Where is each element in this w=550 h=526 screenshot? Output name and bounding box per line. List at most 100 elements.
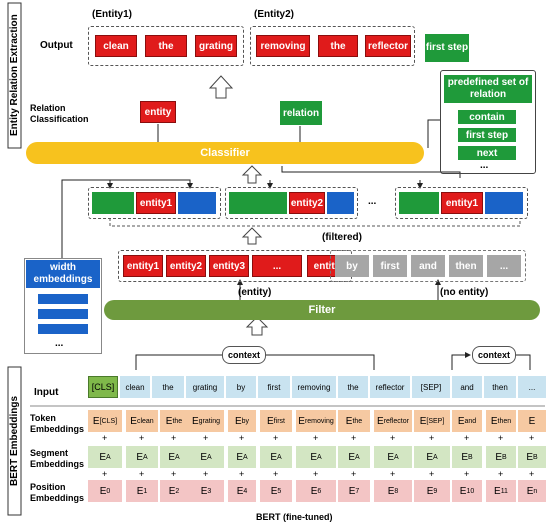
embedding-base: E: [191, 415, 199, 427]
embedding-base: E: [419, 415, 427, 427]
plus-sign: +: [102, 433, 108, 443]
embedding-base: E: [387, 451, 394, 463]
input-token: clean: [120, 376, 150, 398]
embedding-subscript: then: [497, 417, 512, 425]
embedding-base: E: [236, 451, 243, 463]
plus-sign: +: [239, 469, 245, 479]
span-end: [327, 192, 354, 214]
plus-sign: +: [273, 469, 279, 479]
embedding-subscript: A: [243, 453, 248, 461]
width-embeddings-more: ...: [55, 338, 64, 349]
width-embeddings-title: width embeddings: [26, 260, 100, 288]
plus-sign: +: [498, 469, 504, 479]
embedding-subscript: [CLS]: [99, 417, 118, 425]
embedding-subscript: and: [464, 417, 477, 425]
embedding-base: E: [270, 485, 278, 497]
input-token: then: [484, 376, 516, 398]
embedding-subscript: A: [394, 453, 399, 461]
no-entity-token: then: [449, 255, 483, 277]
embedding-subscript: 2: [175, 487, 180, 495]
output-relation: first step: [425, 34, 469, 62]
output-label: Output: [40, 40, 73, 51]
embedding-base: E: [200, 451, 207, 463]
embedding-base: E: [136, 451, 143, 463]
embedding-subscript: by: [241, 417, 250, 425]
span-group: [395, 187, 528, 219]
predefined-more: ...: [480, 160, 489, 171]
plus-sign: +: [203, 433, 209, 443]
embedding-base: E: [457, 415, 465, 427]
output-word: clean: [95, 35, 137, 57]
plus-sign: +: [171, 433, 177, 443]
no-entity-token: first: [373, 255, 407, 277]
embedding-base: E: [461, 451, 468, 463]
plus-sign: +: [139, 469, 145, 479]
embedding-subscript: A: [317, 453, 322, 461]
width-embedding-bar: [38, 309, 88, 319]
embedding-base: E: [528, 415, 536, 427]
embedding-base: E: [494, 485, 501, 497]
plus-sign: +: [203, 469, 209, 479]
entity1-label: (Entity1): [92, 9, 132, 20]
entity-arrow-label: (entity): [238, 287, 272, 298]
embedding-subscript: A: [207, 453, 212, 461]
embedding-base: E: [377, 415, 384, 427]
position-embeddings-label: Position Embeddings: [30, 482, 85, 503]
span-group: [88, 187, 221, 219]
embedding-subscript: B: [468, 453, 473, 461]
embedding-base: E: [168, 451, 175, 463]
footer-label: BERT (fine-tuned): [256, 512, 333, 522]
embedding-subscript: clean: [136, 417, 154, 425]
embedding-subscript: 7: [355, 487, 360, 495]
plus-sign: +: [313, 469, 319, 479]
rc-relation-box: relation: [280, 101, 322, 125]
plus-sign: +: [351, 433, 357, 443]
predefined-item: contain: [458, 110, 516, 124]
span-ellipsis: ...: [368, 196, 377, 207]
span-start: [399, 192, 439, 214]
span-label: entity1: [441, 192, 483, 214]
no-entity-token: by: [335, 255, 369, 277]
embedding-subscript: 6: [317, 487, 322, 495]
embedding-subscript: A: [355, 453, 360, 461]
up-arrow-spans: [241, 165, 263, 184]
embedding-base: E: [236, 485, 244, 497]
plus-sign: +: [464, 433, 470, 443]
span-end: [178, 192, 216, 214]
embedding-base: E: [130, 415, 137, 427]
embedding-base: E: [348, 451, 355, 463]
embedding-base: E: [168, 485, 176, 497]
embedding-subscript: 11: [500, 487, 508, 495]
embedding-base: E: [459, 485, 467, 497]
embedding-subscript: A: [277, 453, 282, 461]
output-word: reflector: [365, 35, 411, 57]
segment-embeddings-label: Segment Embeddings: [30, 448, 85, 469]
predefined-title: predefined set of relation: [444, 75, 532, 103]
embedding-subscript: 5: [277, 487, 282, 495]
span-label: entity2: [289, 192, 325, 214]
embedding-cell: E[CLS]: [88, 410, 122, 432]
embedding-base: E: [165, 415, 173, 427]
embedding-base: E: [387, 485, 395, 497]
output-word: removing: [256, 35, 310, 57]
embedding-subscript: 10: [466, 487, 475, 495]
up-arrow-input: [245, 316, 269, 336]
up-arrow-filtered: [241, 227, 263, 245]
predefined-item: next: [458, 146, 516, 160]
plus-sign: +: [529, 433, 535, 443]
plus-sign: +: [139, 433, 145, 443]
